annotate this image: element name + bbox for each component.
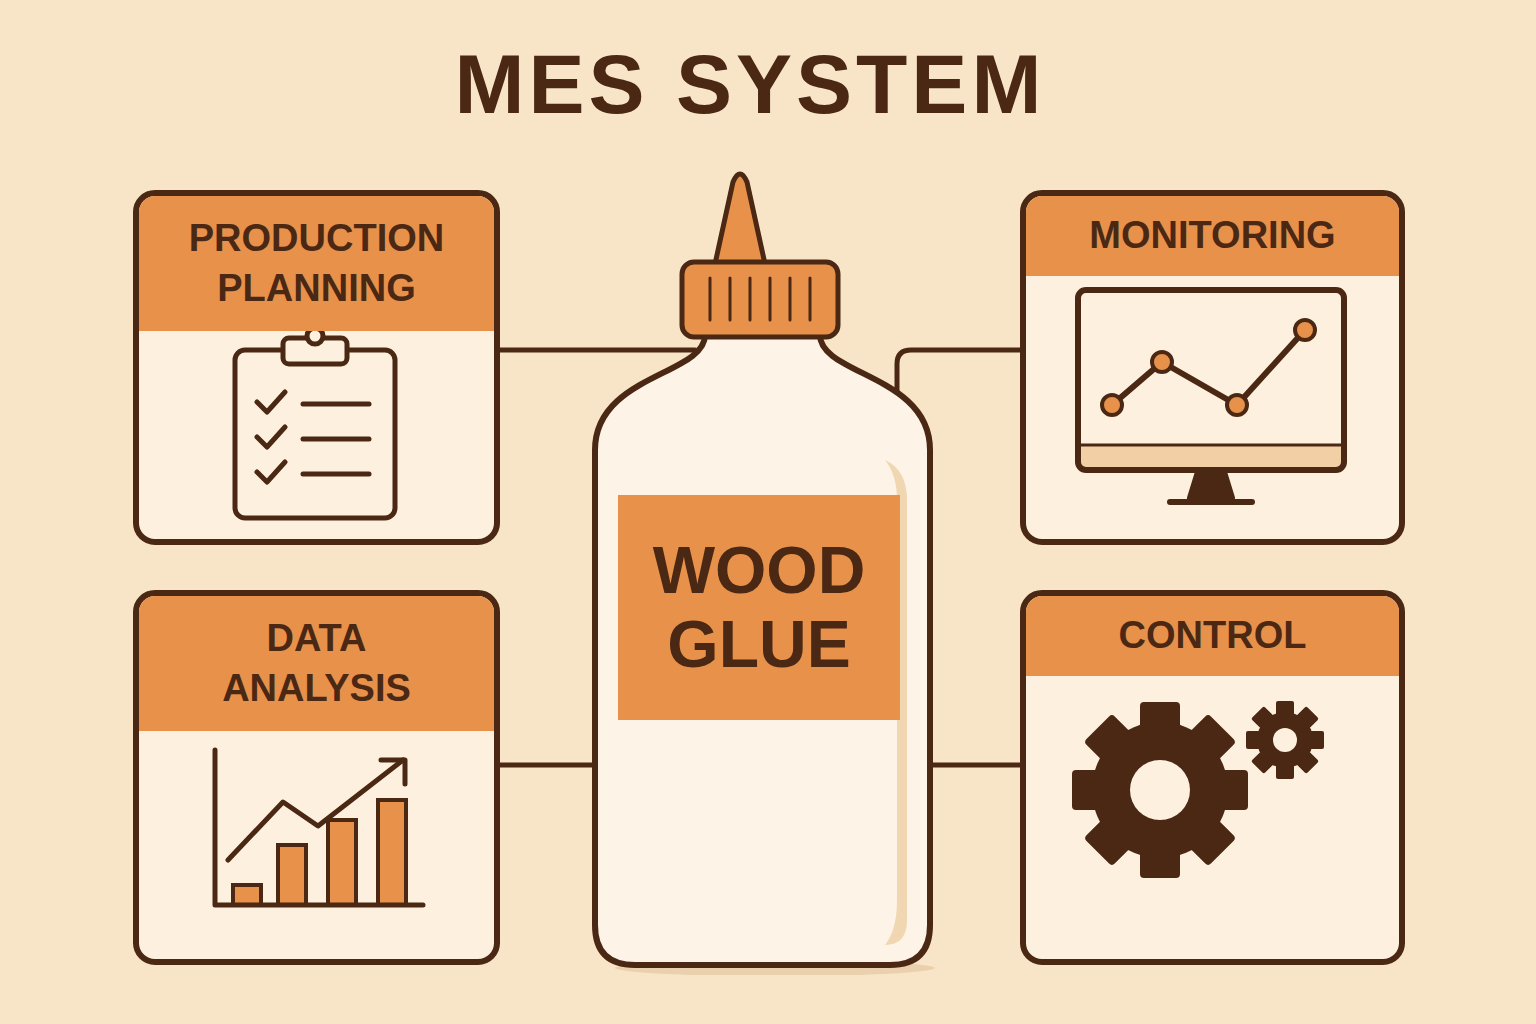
planning-box: PRODUCTION PLANNING [133, 190, 500, 545]
connector-line [500, 763, 603, 768]
box-header: PRODUCTION PLANNING [139, 196, 494, 331]
cap-ridge [749, 278, 752, 320]
box-title: PRODUCTION PLANNING [169, 214, 464, 313]
connector-line [923, 763, 1020, 768]
cap-ridge [809, 278, 812, 320]
box-header: DATA ANALYSIS [139, 596, 494, 731]
analysis-box: DATA ANALYSIS [133, 590, 500, 965]
monitoring-box: MONITORING [1020, 190, 1405, 545]
box-title: CONTROL [1119, 611, 1307, 660]
glue-bottle: WOOD GLUE [585, 160, 940, 975]
cap-ridge [709, 278, 712, 320]
box-header: CONTROL [1026, 596, 1399, 676]
box-title: DATA ANALYSIS [194, 614, 439, 713]
bottle-label [618, 495, 900, 720]
connector-line [500, 348, 695, 353]
bottle-nozzle [715, 174, 765, 264]
bottle-cap [682, 262, 838, 337]
bottle-body [595, 335, 930, 965]
control-box: CONTROL [1020, 590, 1405, 965]
cap-ridge [729, 278, 732, 320]
diagram-title: MES SYSTEM [0, 38, 1500, 130]
connector-line [897, 350, 1020, 405]
box-header: MONITORING [1026, 196, 1399, 276]
box-title: MONITORING [1089, 211, 1335, 260]
label-text: WOOD GLUE [638, 500, 880, 715]
cap-ridge [769, 278, 772, 320]
cap-ridge [789, 278, 792, 320]
